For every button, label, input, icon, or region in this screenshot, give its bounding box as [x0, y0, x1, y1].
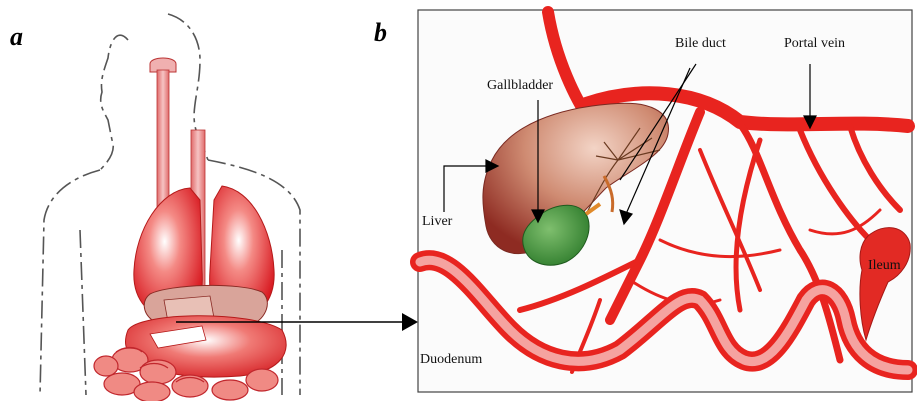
label-portal-vein: Portal vein: [784, 36, 845, 52]
label-gallbladder: Gallbladder: [487, 78, 553, 94]
label-liver: Liver: [422, 214, 452, 230]
label-bile-duct: Bile duct: [675, 36, 726, 52]
label-ileum: Ileum: [868, 258, 901, 274]
label-duodenum: Duodenum: [420, 352, 482, 368]
